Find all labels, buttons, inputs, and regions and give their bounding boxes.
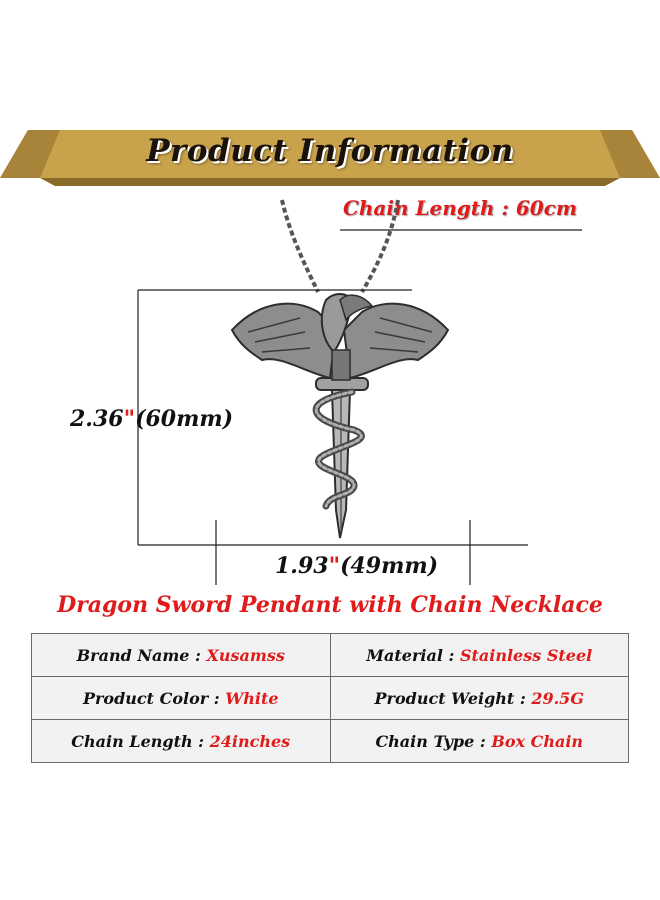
table-row: Brand Name : Xusamss Material : Stainles… [31, 633, 629, 677]
spec-cell-brand: Brand Name : Xusamss [31, 633, 331, 677]
spec-label: Product Weight : [374, 688, 532, 708]
spec-value: Xusamss [206, 645, 285, 665]
banner-ribbon [0, 130, 660, 186]
spec-cell-color: Product Color : White [31, 676, 331, 720]
dragon-sword-pendant-icon [137, 199, 582, 585]
spec-label: Brand Name : [76, 645, 207, 665]
spec-cell-chain-type: Chain Type : Box Chain [329, 719, 629, 763]
spec-value: 24inches [209, 731, 291, 751]
table-row: Product Color : White Product Weight : 2… [31, 676, 629, 720]
banner-title: Product Information [146, 133, 514, 169]
spec-cell-material: Material : Stainless Steel [329, 633, 629, 677]
spec-value: Stainless Steel [459, 645, 593, 665]
width-metric: (49mm) [340, 553, 439, 579]
chain-length-label: Chain Length : 60cm [342, 196, 578, 220]
specs-table: Brand Name : Xusamss Material : Stainles… [31, 633, 629, 763]
spec-label: Product Color : [82, 688, 226, 708]
table-row: Chain Length : 24inches Chain Type : Box… [31, 719, 629, 763]
height-dimension: 2.36"(60mm) [70, 406, 233, 432]
width-value: 1.93 [275, 553, 329, 579]
height-value: 2.36 [70, 406, 124, 432]
height-metric: (60mm) [135, 406, 234, 432]
spec-label: Chain Type : [375, 731, 492, 751]
spec-cell-weight: Product Weight : 29.5G [329, 676, 629, 720]
spec-value: 29.5G [531, 688, 584, 708]
height-prime-mark: " [123, 406, 136, 432]
spec-value: White [225, 688, 279, 708]
width-dimension: 1.93"(49mm) [275, 553, 438, 579]
spec-label: Chain Length : [71, 731, 210, 751]
spec-label: Material : [366, 645, 460, 665]
width-prime-mark: " [328, 553, 341, 579]
spec-value: Box Chain [491, 731, 584, 751]
product-title: Dragon Sword Pendant with Chain Necklace [57, 592, 603, 618]
spec-cell-chain-length: Chain Length : 24inches [31, 719, 331, 763]
